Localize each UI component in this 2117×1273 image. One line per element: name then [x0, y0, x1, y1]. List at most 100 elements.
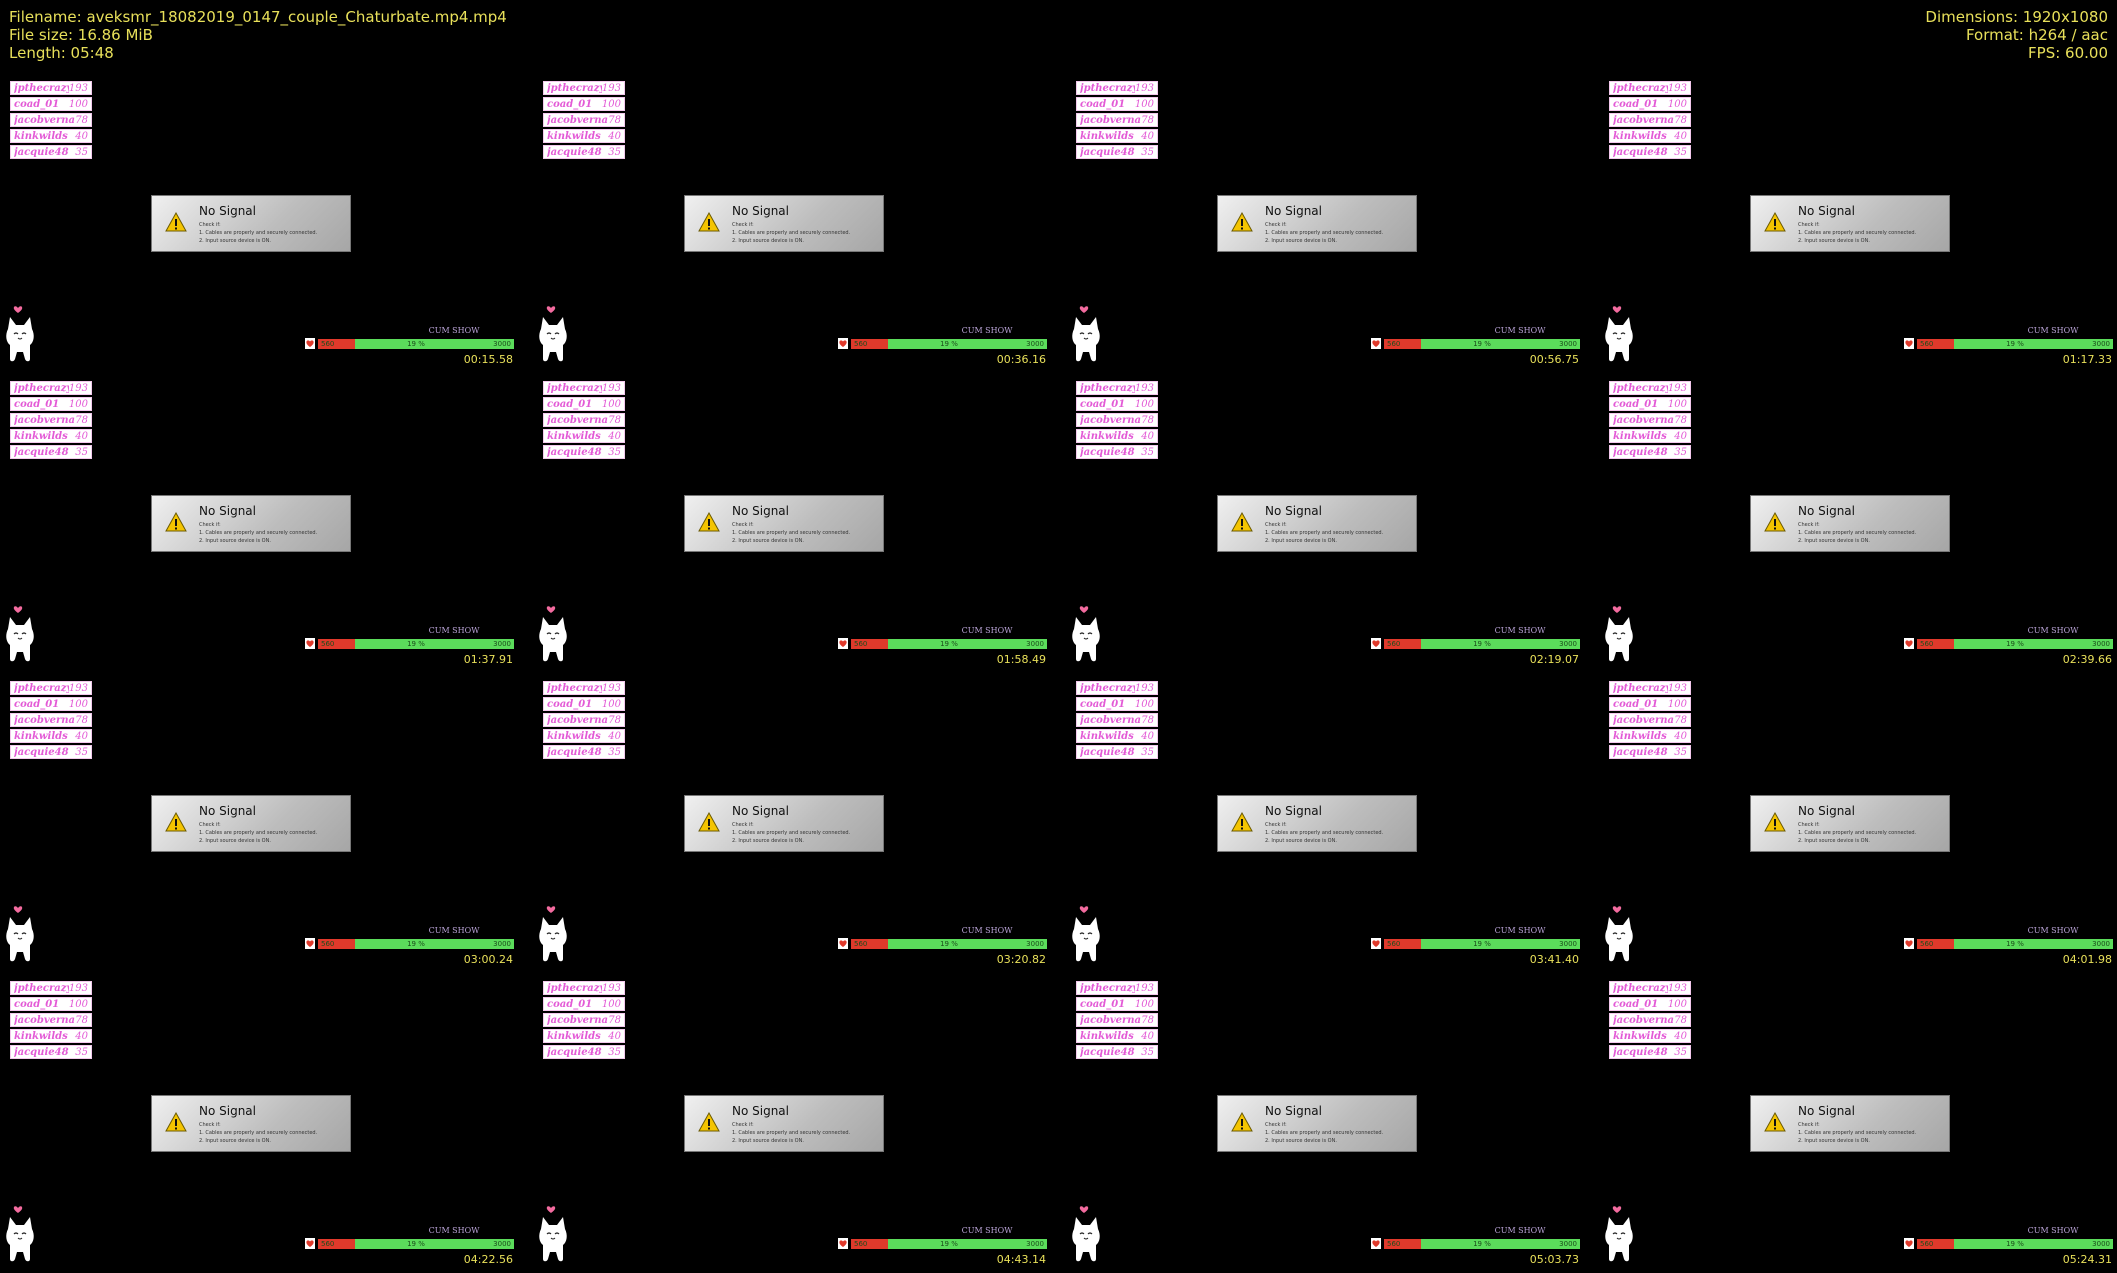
leaderboard-name: kinkwilds — [14, 1030, 68, 1042]
leaderboard-value: 78 — [1674, 714, 1687, 726]
leaderboard-name: kinkwilds — [1613, 130, 1667, 142]
goal-progress-fill — [318, 339, 356, 349]
no-signal-step1: 1. Cables are properly and securely conn… — [1798, 830, 1917, 836]
leaderboard-value: 40 — [1674, 1030, 1687, 1042]
goal-start-value: 560 — [1920, 640, 1934, 648]
goal-label: CUM SHOW — [1494, 926, 1546, 935]
goal-start-value: 560 — [321, 1240, 335, 1248]
leaderboard-name: jpthecrazy — [1080, 682, 1135, 694]
leaderboard-name: kinkwilds — [1613, 1030, 1667, 1042]
frame-timestamp: 01:58.49 — [996, 653, 1046, 666]
no-signal-step2: 2. Input source device is ON. — [199, 238, 271, 244]
heart-icon — [838, 338, 848, 349]
leaderboard-value: 78 — [1141, 1014, 1154, 1026]
leaderboard-value: 35 — [608, 146, 621, 158]
no-signal-step2: 2. Input source device is ON. — [199, 538, 271, 544]
leaderboard-name: jacquie48 — [547, 446, 602, 458]
leaderboard-name: jacobvernat — [1080, 414, 1142, 426]
no-signal-dialog: No Signal Check if: 1. Cables are proper… — [684, 795, 884, 852]
frame-timestamp: 02:19.07 — [1529, 653, 1579, 666]
goal-label: CUM SHOW — [2027, 1226, 2079, 1235]
frame-timestamp: 04:22.56 — [463, 1253, 513, 1266]
leaderboard-name: jacobvernat — [547, 414, 609, 426]
warning-icon — [1231, 1112, 1253, 1132]
leaderboard-name: jpthecrazy — [547, 82, 602, 94]
goal-start-value: 560 — [1920, 340, 1934, 348]
leaderboard-value: 40 — [1141, 130, 1154, 142]
leaderboard-value: 100 — [68, 398, 88, 410]
goal-percent: 19 % — [1473, 1240, 1491, 1248]
warning-icon — [1231, 812, 1253, 832]
goal-percent: 19 % — [940, 640, 958, 648]
goal-progress-bar: 560 19 % 3000 — [1917, 339, 2113, 349]
frame-timestamp: 04:01.98 — [2062, 953, 2112, 966]
goal-label: CUM SHOW — [961, 926, 1013, 935]
leaderboard-value: 100 — [601, 998, 621, 1010]
no-signal-check: Check if: — [732, 222, 754, 228]
goal-label: CUM SHOW — [428, 626, 480, 635]
leaderboard-value: 78 — [608, 414, 621, 426]
leaderboard-name: jacobvernat — [14, 414, 76, 426]
leaderboard-value: 35 — [1674, 1046, 1687, 1058]
leaderboard-value: 100 — [1134, 398, 1154, 410]
leaderboard-name: jpthecrazy — [1080, 382, 1135, 394]
goal-start-value: 560 — [1387, 1240, 1401, 1248]
goal-end-value: 3000 — [493, 1240, 511, 1248]
leaderboard-value: 35 — [75, 1046, 88, 1058]
heart-icon — [1371, 1238, 1381, 1249]
goal-percent: 19 % — [1473, 340, 1491, 348]
goal-progress-fill — [851, 939, 889, 949]
heart-icon — [1371, 338, 1381, 349]
no-signal-title: No Signal — [199, 1104, 256, 1118]
goal-label: CUM SHOW — [2027, 326, 2079, 335]
goal-progress-fill — [1917, 339, 1955, 349]
leaderboard-name: jacquie48 — [547, 1046, 602, 1058]
goal-progress-bar: 560 19 % 3000 — [1917, 939, 2113, 949]
goal-percent: 19 % — [2006, 1240, 2024, 1248]
goal-progress-fill — [1917, 939, 1955, 949]
leaderboard-name: coad_01 — [547, 98, 593, 110]
no-signal-step2: 2. Input source device is ON. — [1798, 538, 1870, 544]
leaderboard-value: 35 — [1674, 446, 1687, 458]
leaderboard-name: coad_01 — [14, 998, 60, 1010]
dimensions-line: Dimensions: 1920x1080 — [1925, 8, 2108, 26]
no-signal-dialog: No Signal Check if: 1. Cables are proper… — [151, 1095, 351, 1152]
leaderboard-value: 100 — [68, 98, 88, 110]
leaderboard-value: 100 — [1667, 98, 1687, 110]
leaderboard-value: 78 — [1141, 114, 1154, 126]
